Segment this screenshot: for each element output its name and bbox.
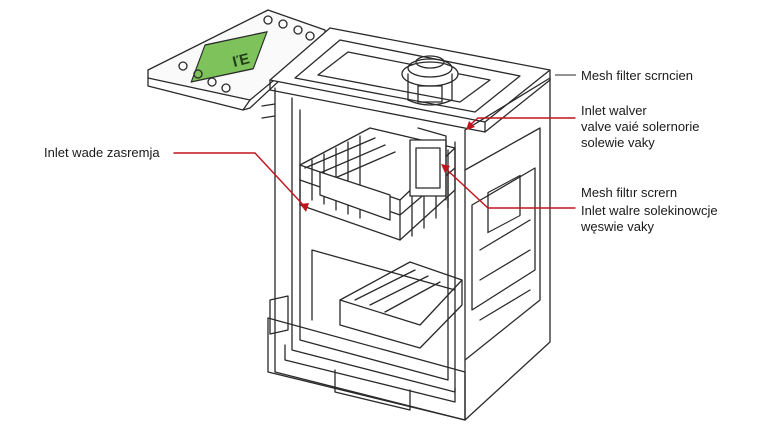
arrowhead-inlet-top bbox=[466, 121, 475, 130]
label-line: solewie vaky bbox=[581, 135, 655, 150]
control-button bbox=[207, 77, 217, 87]
label-inlet-valve-mid: Inlet walre solekinowcje węswie vaky bbox=[581, 203, 718, 235]
label-inlet-left: Inlet wade zasremja bbox=[44, 145, 160, 161]
label-line: Inlet walver bbox=[581, 103, 647, 118]
leader-line-inlet-top bbox=[469, 117, 576, 126]
upper-rack bbox=[299, 127, 456, 241]
leader-line-mesh-mid bbox=[444, 167, 576, 209]
control-panel bbox=[147, 9, 326, 111]
side-module bbox=[487, 174, 521, 234]
label-text: Mesh filtır scrern bbox=[581, 185, 678, 200]
leader-line-left bbox=[173, 152, 307, 209]
display-readout: ΙΈ bbox=[231, 50, 252, 71]
label-inlet-valve-top: Inlet walver valve vaié solernorie solew… bbox=[581, 103, 700, 151]
label-text: Inlet wade zasremja bbox=[44, 145, 160, 160]
pump-assembly bbox=[401, 55, 459, 106]
lower-rack bbox=[311, 249, 463, 349]
arrowhead-mesh-mid bbox=[441, 164, 450, 173]
base-drawer bbox=[267, 295, 466, 421]
control-button bbox=[178, 61, 188, 71]
control-button bbox=[278, 19, 288, 29]
arrowhead-left bbox=[300, 203, 309, 212]
spray-column bbox=[409, 127, 447, 201]
label-text: Mesh filter scrncien bbox=[581, 68, 693, 83]
control-button bbox=[221, 83, 231, 93]
control-button bbox=[293, 25, 303, 35]
label-mesh-filter-mid: Mesh filtır scrern bbox=[581, 185, 677, 201]
label-mesh-filter-top: Mesh filter scrncien bbox=[581, 68, 693, 84]
control-button bbox=[193, 69, 203, 79]
label-line: węswie vaky bbox=[581, 219, 654, 234]
label-line: valve vaié solernorie bbox=[581, 119, 700, 134]
control-button bbox=[305, 31, 315, 41]
cabinet bbox=[261, 77, 551, 421]
control-button bbox=[263, 15, 273, 25]
label-line: Inlet walre solekinowcje bbox=[581, 203, 718, 218]
display-screen bbox=[190, 31, 268, 83]
